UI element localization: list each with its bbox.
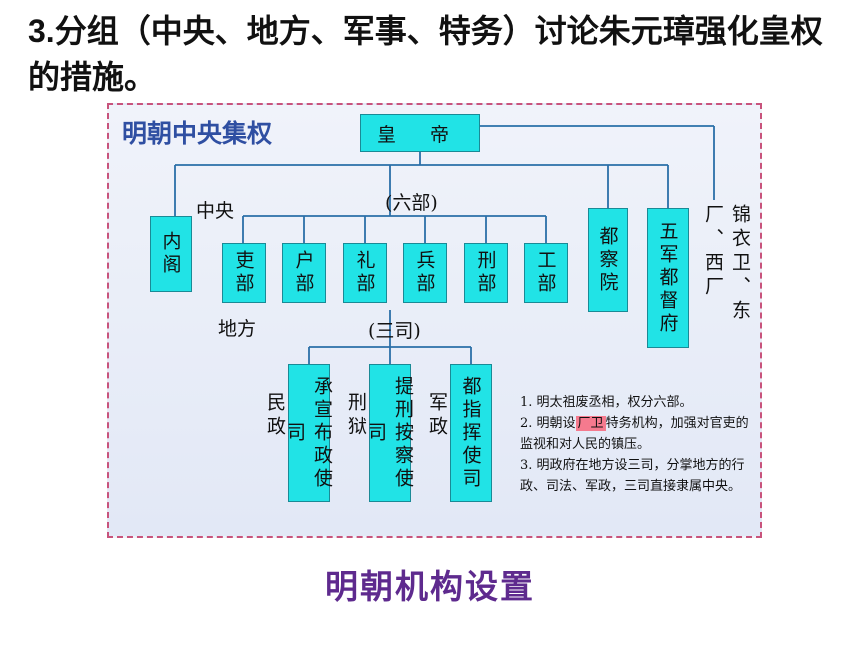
ministry-box: 吏部 bbox=[222, 243, 266, 303]
caption: 明朝机构设置 bbox=[325, 567, 535, 606]
note-2: 2. 明朝设厂卫特务机构，加强对官吏的监视和对人民的镇压。 bbox=[520, 416, 749, 452]
label-six-ministries: (六部) bbox=[385, 192, 438, 214]
si-box: 承宣布政使司 bbox=[284, 364, 333, 502]
heading: 3.分组（中央、地方、军事、特务）讨论朱元璋强化皇权的措施。 bbox=[28, 8, 848, 100]
label-three-si: (三司) bbox=[368, 320, 421, 342]
note-1: 1. 明太祖废丞相，权分六部。 bbox=[520, 395, 693, 410]
label-central: 中央 bbox=[196, 200, 235, 222]
label-civil: 民政 bbox=[264, 392, 286, 440]
emperor-box: 皇 帝 bbox=[360, 114, 480, 152]
note-3: 3. 明政府在地方设三司，分掌地方的行政、司法、军政，三司直接隶属中央。 bbox=[520, 458, 745, 494]
ministry-box: 工部 bbox=[524, 243, 568, 303]
label-military: 军政 bbox=[426, 392, 448, 440]
si-box: 都指挥使司 bbox=[450, 364, 492, 502]
heading-text: 分组（中央、地方、军事、特务）讨论朱元璋强化皇权的措施。 bbox=[28, 12, 823, 96]
label-guards: 锦衣卫、东厂、西厂 bbox=[702, 204, 751, 324]
five-commands-box: 五军都督府 bbox=[647, 208, 689, 348]
panel-title: 明朝中央集权 bbox=[122, 119, 273, 148]
notes: 1. 明太祖废丞相，权分六部。 2. 明朝设厂卫特务机构，加强对官吏的监视和对人… bbox=[520, 392, 756, 497]
note-highlight: 厂卫 bbox=[575, 416, 606, 431]
ministry-box: 兵部 bbox=[403, 243, 447, 303]
heading-number: 3. bbox=[28, 13, 55, 49]
cabinet-box: 内阁 bbox=[150, 216, 192, 292]
ministry-box: 户部 bbox=[282, 243, 326, 303]
ministry-box: 礼部 bbox=[343, 243, 387, 303]
ministry-box: 刑部 bbox=[464, 243, 508, 303]
label-local: 地方 bbox=[218, 318, 257, 340]
label-justice: 刑狱 bbox=[345, 392, 367, 440]
censorate-box: 都察院 bbox=[588, 208, 628, 312]
si-box: 提刑按察使司 bbox=[365, 364, 414, 502]
